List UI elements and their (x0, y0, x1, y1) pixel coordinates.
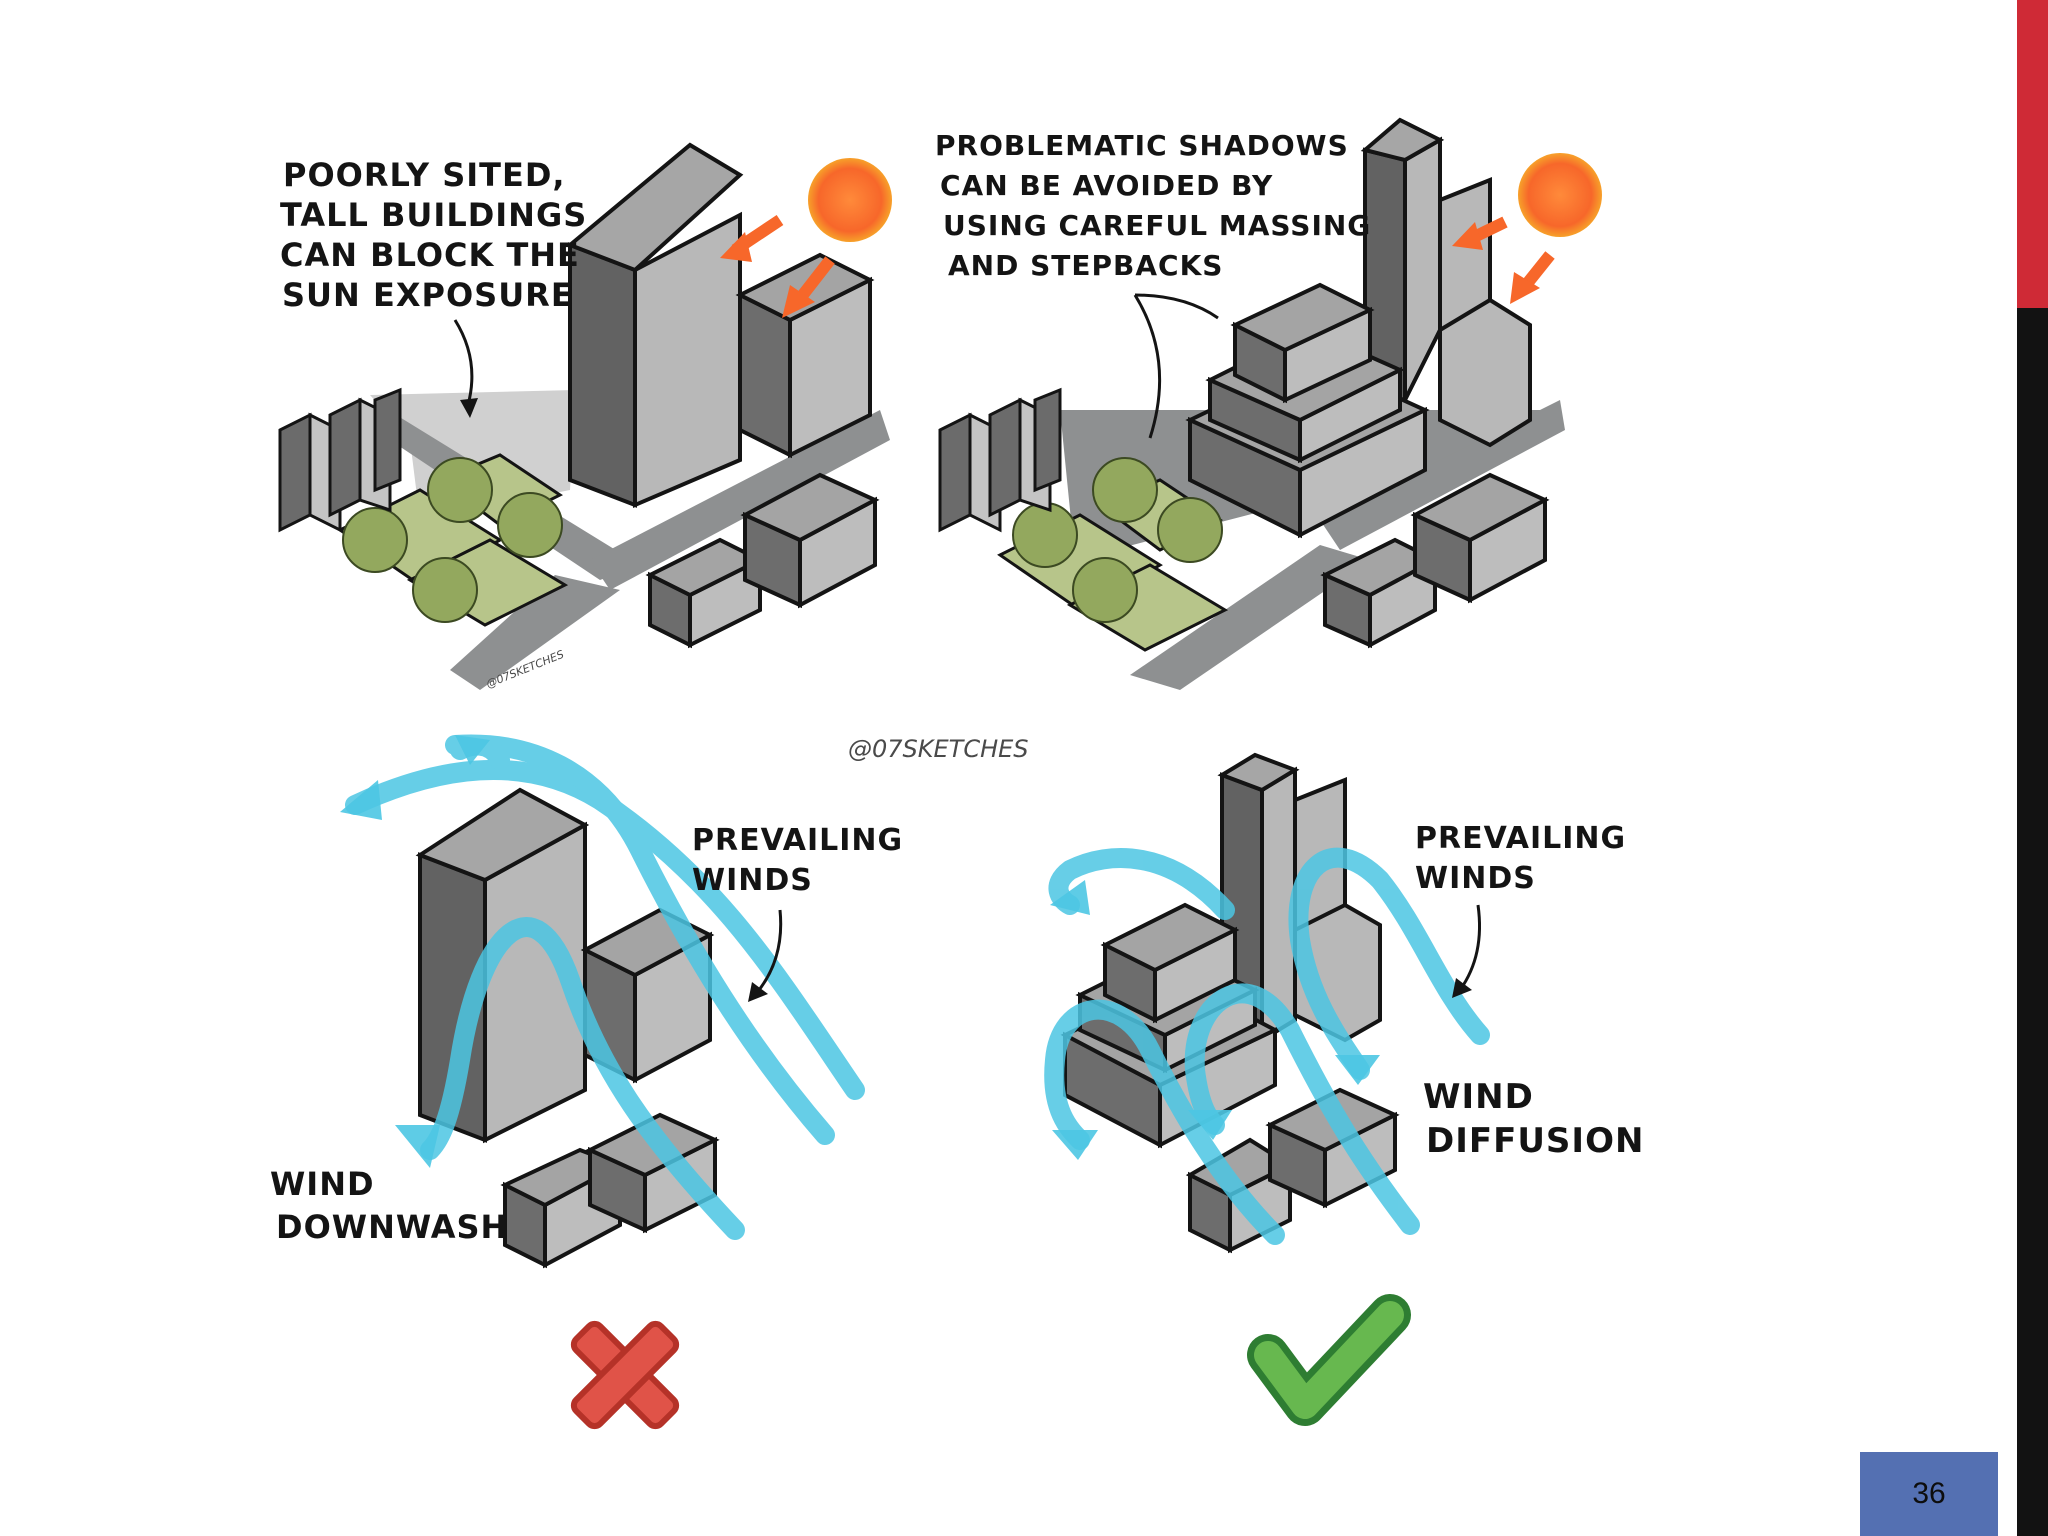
trees (342, 457, 563, 623)
panel-sun-poorly-sited: POORLY SITED, TALL BUILDINGS CAN BLOCK T… (278, 142, 892, 691)
caption-arrow (453, 319, 474, 406)
low-buildings (1320, 472, 1550, 649)
accent-rail-top (2017, 0, 2048, 308)
panel-sun-stepbacks: PROBLEMATIC SHADOWS CAN BE AVOIDED BY US… (935, 117, 1602, 690)
label-prevailing-winds: PREVAILING WINDS (1415, 821, 1638, 896)
sun-icon (808, 158, 892, 242)
stepped-massing (1185, 282, 1430, 539)
stepped-tower (1360, 117, 1532, 448)
credit-label: @07SKETCHES (848, 735, 1029, 763)
label-wind-downwash: WIND DOWNWASH (270, 1165, 508, 1246)
shaded-building (735, 252, 875, 459)
tower-building (415, 787, 590, 1144)
wind-flow-lines (1044, 847, 1490, 1245)
label-prevailing-winds: PREVAILING WINDS (692, 823, 915, 898)
caption-arrow (1134, 293, 1219, 320)
accent-rail-bottom (2017, 308, 2048, 1536)
sun-ray-arrows (1452, 216, 1555, 304)
caption-sun-bad: POORLY SITED, TALL BUILDINGS CAN BLOCK T… (280, 156, 599, 314)
slide-number: 36 (1860, 1452, 1998, 1536)
wind-label-arrow (753, 909, 783, 996)
sun-icon (1518, 153, 1602, 237)
red-x-icon (570, 1320, 680, 1430)
low-buildings (645, 472, 880, 649)
tall-tower (566, 142, 744, 509)
wind-arrowheads (1050, 880, 1380, 1160)
panel-wind-diffusion: PREVAILING WINDS WIND DIFFUSION (1044, 752, 1644, 1254)
panel-wind-downwash: PREVAILING WINDS WIND DOWNWASH (270, 734, 915, 1269)
label-wind-diffusion: WIND DIFFUSION (1423, 1077, 1644, 1161)
trees (1012, 457, 1223, 623)
caption-sun-good: PROBLEMATIC SHADOWS CAN BE AVOIDED BY US… (935, 129, 1382, 282)
small-houses (278, 387, 402, 533)
low-buildings (500, 1112, 720, 1269)
small-houses (938, 387, 1062, 533)
wind-label-arrow (1458, 904, 1482, 991)
wind-arrowheads (340, 735, 490, 1168)
green-check-icon (1247, 1294, 1411, 1426)
sun-ray-arrows (720, 215, 835, 318)
